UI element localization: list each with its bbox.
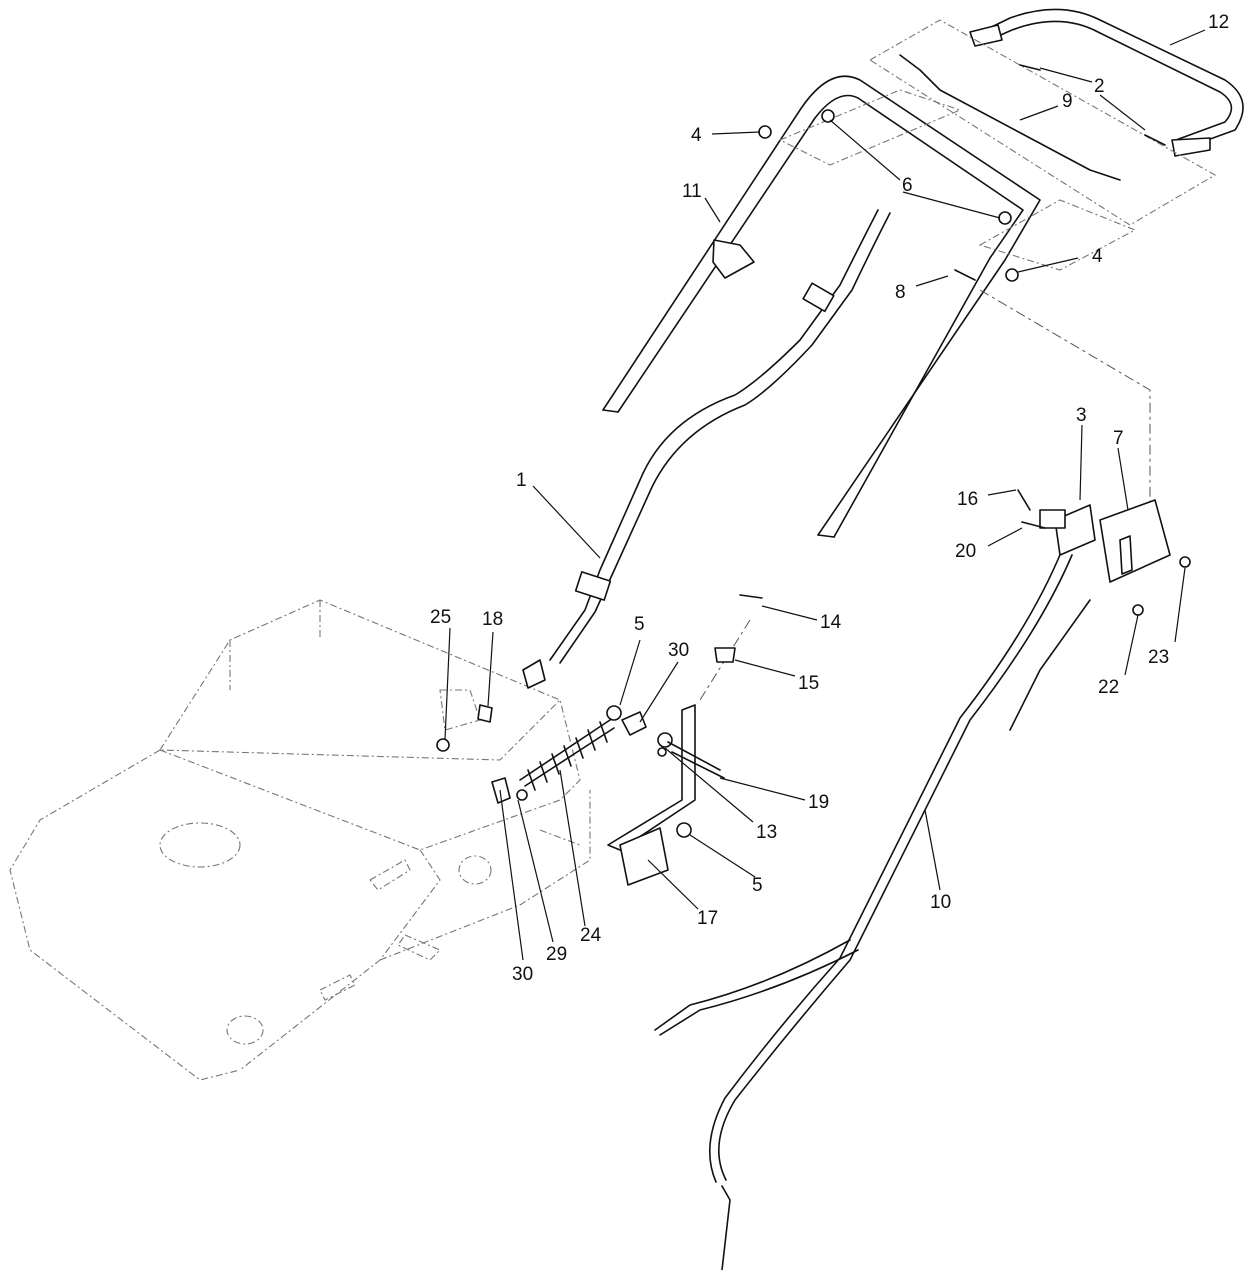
callout-22: 22 [1098,677,1119,698]
spring-24 [519,719,615,791]
callout-23: 23 [1148,647,1169,668]
callout-16: 16 [957,489,978,510]
assembly-plane-ghost [699,19,1217,701]
callout-13: 13 [756,822,777,843]
callout-4-right: 4 [1092,246,1103,267]
callout-1: 1 [516,470,527,491]
callout-20: 20 [955,541,976,562]
top-handle-12 [969,8,1244,157]
callout-15: 15 [798,673,819,694]
callout-6: 6 [902,175,913,196]
callout-11: 11 [682,181,702,202]
callout-30-upper: 30 [668,640,689,661]
callout-8: 8 [895,282,906,303]
callout-3: 3 [1076,405,1087,426]
callout-7: 7 [1113,428,1124,449]
upper-handle-11 [602,75,1041,538]
callout-5-upper: 5 [634,614,645,635]
bracket-13 [607,704,696,886]
drive-cable-10 [654,549,1091,1270]
callout-14: 14 [820,612,842,633]
callout-17: 17 [697,908,718,929]
control-panel-3-7 [1039,499,1171,583]
mower-deck-ghost [9,599,591,1081]
callout-10: 10 [930,892,951,913]
callout-2: 2 [1094,76,1105,97]
callout-25: 25 [430,607,451,628]
callout-4-upper: 4 [691,125,702,146]
callout-24: 24 [580,925,602,946]
callout-30-lower: 30 [512,964,533,985]
callout-19: 19 [808,792,829,813]
callout-29: 29 [546,944,567,965]
leader-lines [444,29,1206,961]
cable-9 [899,54,1121,181]
hardware-items [436,64,1191,838]
callout-12: 12 [1208,12,1229,33]
control-cable-1 [522,209,891,689]
callout-18: 18 [482,609,503,630]
callout-5-lower: 5 [752,875,763,896]
callout-9: 9 [1062,91,1073,112]
callout-labels: 12 2 9 4 6 11 4 8 3 7 16 20 1 23 22 14 2… [430,12,1229,985]
